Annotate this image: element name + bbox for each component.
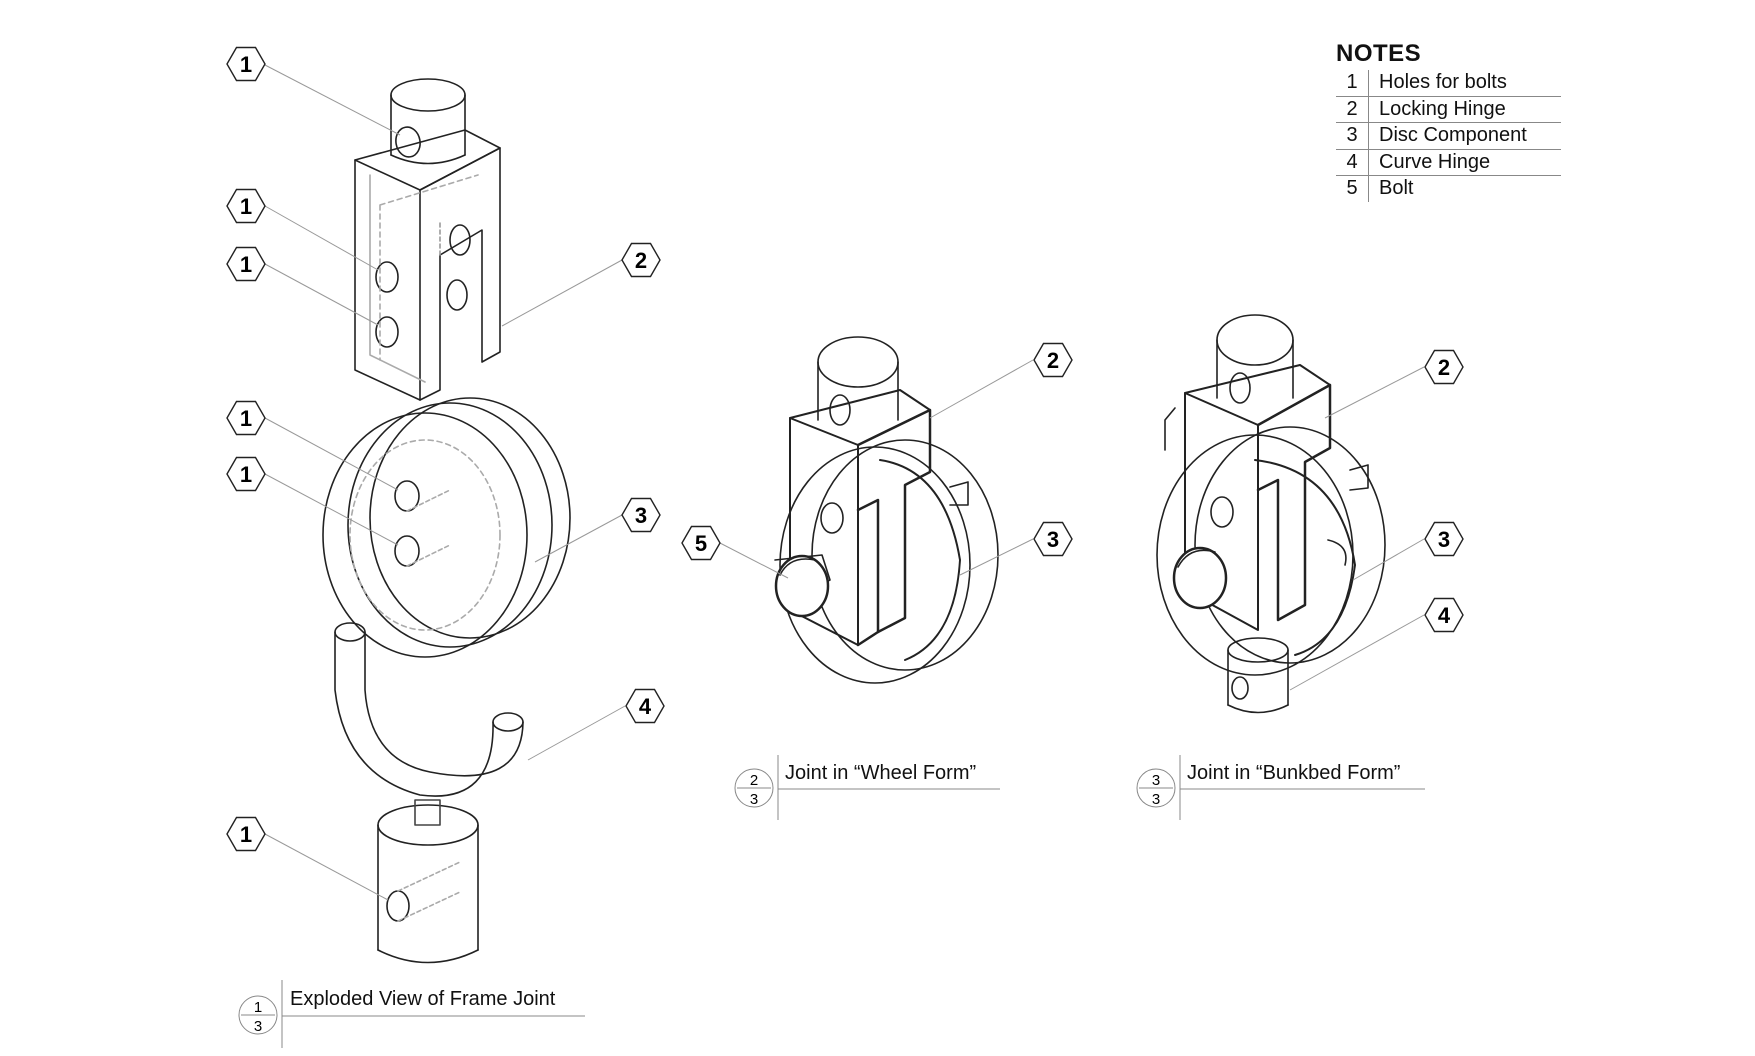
note-number: 3 [1336,123,1369,149]
view-total: 3 [254,1018,262,1035]
locking-hinge-part [354,78,501,401]
callout-number: 1 [240,52,252,77]
view-marker-2 [734,755,1000,820]
view-index: 3 [1152,772,1160,789]
bunkbed-form-assembly [1156,314,1386,714]
view-title-wheel-form: Joint in “Wheel Form” [785,762,977,784]
callout-number: 4 [1438,603,1451,628]
callout-number: 2 [1438,355,1450,380]
callout-number: 2 [1047,348,1059,373]
note-number: 5 [1336,176,1369,202]
note-number: 4 [1336,149,1369,175]
note-label: Locking Hinge [1379,97,1506,120]
disc-component-part [322,397,571,658]
wheel-form-assembly [774,336,999,684]
note-row: 3 Disc Component [1336,123,1561,150]
view-total: 3 [1152,791,1160,808]
note-label: Curve Hinge [1379,150,1491,173]
curve-hinge-part [334,622,524,797]
callouts-exploded: 1 1 1 2 1 1 3 4 1 [226,46,665,852]
note-number: 2 [1336,96,1369,122]
callout-number: 1 [240,252,252,277]
view-index: 2 [750,772,758,789]
notes-legend: NOTES 1 Holes for bolts 2 Locking Hinge … [1336,40,1561,202]
callout-number: 3 [1047,527,1059,552]
leader-lines [264,64,1425,901]
note-row: 4 Curve Hinge [1336,149,1561,176]
view-marker-3 [1136,755,1425,820]
notes-title: NOTES [1336,40,1422,67]
callout-number: 2 [635,248,647,273]
callouts-wheel: 2 3 5 [681,342,1073,561]
callout-number: 1 [240,462,252,487]
callout-number: 1 [240,406,252,431]
note-row: 5 Bolt [1336,176,1561,202]
note-row: 2 Locking Hinge [1336,96,1561,123]
callout-number: 1 [240,194,252,219]
view-marker-1 [238,980,585,1048]
note-label: Holes for bolts [1379,71,1507,94]
callouts-bunkbed: 2 3 4 [1424,349,1464,633]
callout-number: 3 [1438,527,1450,552]
bottom-cylinder-part [377,799,479,964]
view-title-bunkbed-form: Joint in “Bunkbed Form” [1187,762,1401,784]
view-title-exploded: Exploded View of Frame Joint [290,988,556,1010]
note-number: 1 [1336,70,1369,96]
view-total: 3 [750,791,758,808]
view-index: 1 [254,999,262,1016]
callout-number: 1 [240,822,252,847]
callout-number: 3 [635,503,647,528]
callout-number: 4 [639,694,652,719]
note-row: 1 Holes for bolts [1336,70,1561,97]
callout-number: 5 [695,531,707,556]
note-label: Disc Component [1379,124,1527,147]
note-label: Bolt [1379,177,1414,200]
